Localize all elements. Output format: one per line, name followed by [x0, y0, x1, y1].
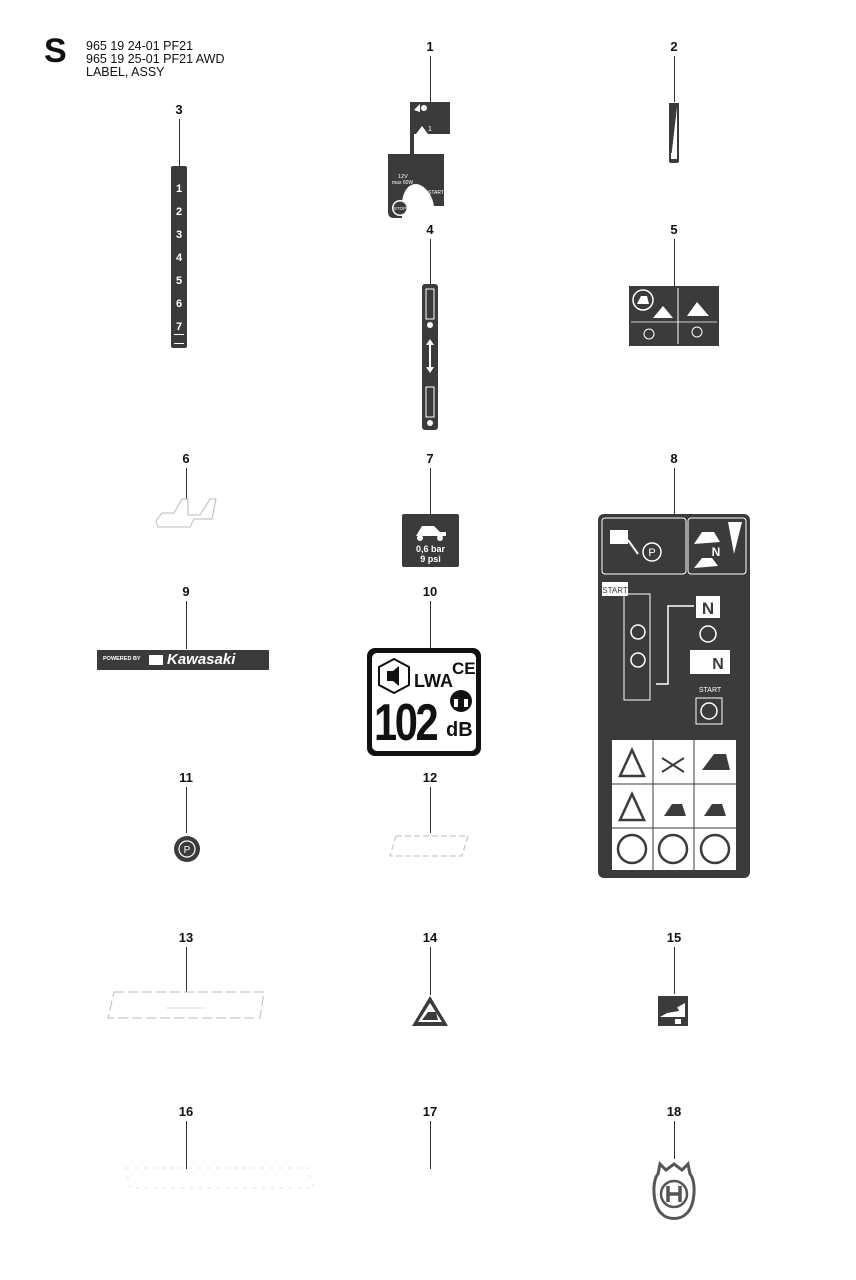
leader-line-6 [186, 468, 187, 513]
label8-start-bottom: START [699, 687, 722, 694]
outline-decal-12[interactable] [388, 834, 470, 858]
label8-n-box: N [702, 599, 714, 618]
leader-line-4 [430, 239, 431, 284]
operating-instructions-label[interactable]: P N START N N START [598, 514, 750, 878]
noise-level-value: 102 [374, 694, 439, 752]
pressure-bar: 0,6 bar [415, 544, 446, 554]
callout-3[interactable]: 3 [175, 102, 183, 117]
leader-line-17 [430, 1121, 431, 1169]
part-number-pf21-awd: 965 19 25-01 PF21 AWD [86, 52, 225, 66]
hexagon-speaker-icon [378, 657, 410, 695]
outline-decal-13[interactable] [106, 990, 268, 1020]
noise-level-label[interactable]: LWA CE 102 dB [367, 648, 481, 756]
lwa-symbol: LWA [414, 671, 453, 691]
callout-1[interactable]: 1 [426, 39, 434, 54]
leader-line-18 [674, 1121, 675, 1159]
callout-4[interactable]: 4 [426, 222, 434, 237]
label1-voltage: 12V [398, 174, 408, 180]
callout-12[interactable]: 12 [422, 770, 438, 785]
leader-line-16 [186, 1121, 187, 1169]
callout-18[interactable]: 18 [666, 1104, 682, 1119]
leader-line-14 [430, 947, 431, 995]
parking-brake-icon[interactable]: P [172, 834, 202, 864]
leader-line-13 [186, 947, 187, 1017]
svg-text:P: P [184, 845, 191, 856]
husqvarna-logo-icon[interactable] [650, 1158, 698, 1224]
svg-text:P: P [648, 547, 655, 559]
label1-stop: STOP [394, 206, 406, 211]
scale-digit-1: 1 [175, 183, 183, 195]
pressure-psi: 9 psi [420, 554, 441, 564]
label8-n-top: N [712, 545, 721, 559]
leader-line-3 [179, 119, 180, 167]
scale-digit-7: 7 [175, 321, 183, 333]
kawasaki-logo-icon [149, 655, 163, 665]
callout-13[interactable]: 13 [178, 930, 194, 945]
callout-9[interactable]: 9 [182, 584, 190, 599]
strip-label[interactable] [667, 101, 681, 165]
rollover-warning-label[interactable] [629, 286, 719, 346]
callout-10[interactable]: 10 [422, 584, 438, 599]
section-letter: S [44, 32, 67, 70]
callout-16[interactable]: 16 [178, 1104, 194, 1119]
leader-line-1 [430, 56, 431, 104]
callout-7[interactable]: 7 [426, 451, 434, 466]
leader-line-8 [674, 468, 675, 514]
outline-decal-6[interactable] [154, 493, 220, 533]
part-number-pf21: 965 19 24-01 PF21 [86, 39, 194, 53]
assembly-title: LABEL, ASSY [86, 65, 165, 79]
callout-8[interactable]: 8 [670, 451, 678, 466]
header-block: 965 19 24-01 PF21 965 19 25-01 PF21 AWD … [86, 40, 225, 79]
leader-line-15 [674, 947, 675, 994]
label1-top: 1 [428, 126, 432, 133]
callout-17[interactable]: 17 [422, 1104, 438, 1119]
leader-line-10 [430, 601, 431, 650]
svg-text:N: N [712, 656, 724, 673]
outline-decal-16[interactable] [122, 1158, 318, 1194]
callout-6[interactable]: 6 [182, 451, 190, 466]
ce-mark: CE [452, 659, 476, 678]
leader-line-9 [186, 601, 187, 649]
dashboard-label[interactable]: 1 12V max 60W START STOP [386, 100, 452, 222]
leader-line-12 [430, 787, 431, 833]
powered-by-text: POWERED BY [103, 656, 141, 662]
warning-triangle-icon[interactable] [410, 994, 450, 1028]
leader-line-2 [674, 56, 675, 102]
callout-5[interactable]: 5 [670, 222, 678, 237]
label1-watts: max 60W [392, 180, 413, 186]
tyre-pressure-label[interactable]: 0,6 bar 9 psi [402, 514, 459, 567]
kawasaki-badge[interactable]: POWERED BY Kawasaki [97, 650, 269, 670]
leader-line-7 [430, 468, 431, 515]
ear-protection-icon [450, 690, 472, 712]
callout-14[interactable]: 14 [422, 930, 438, 945]
scale-digit-4: 4 [175, 252, 183, 264]
scale-digit-2: 2 [175, 206, 183, 218]
callout-11[interactable]: 11 [179, 770, 193, 785]
noise-unit: dB [446, 719, 473, 741]
callout-15[interactable]: 15 [666, 930, 682, 945]
leader-line-11 [186, 787, 187, 833]
label8-start-top: START [602, 586, 628, 595]
brand-name: Kawasaki [167, 651, 236, 668]
scale-digit-6: 6 [175, 298, 183, 310]
leader-line-5 [674, 239, 675, 287]
slope-warning-icon[interactable] [657, 995, 689, 1027]
lift-lever-label[interactable] [421, 283, 439, 431]
scale-digit-3: 3 [175, 229, 183, 241]
scale-tick-icon [174, 334, 184, 344]
tractor-icon [416, 526, 446, 541]
height-scale-label[interactable]: 1 2 3 4 5 6 7 [171, 166, 187, 348]
callout-2[interactable]: 2 [670, 39, 678, 54]
label1-start: START [428, 190, 444, 196]
scale-digit-5: 5 [175, 275, 183, 287]
